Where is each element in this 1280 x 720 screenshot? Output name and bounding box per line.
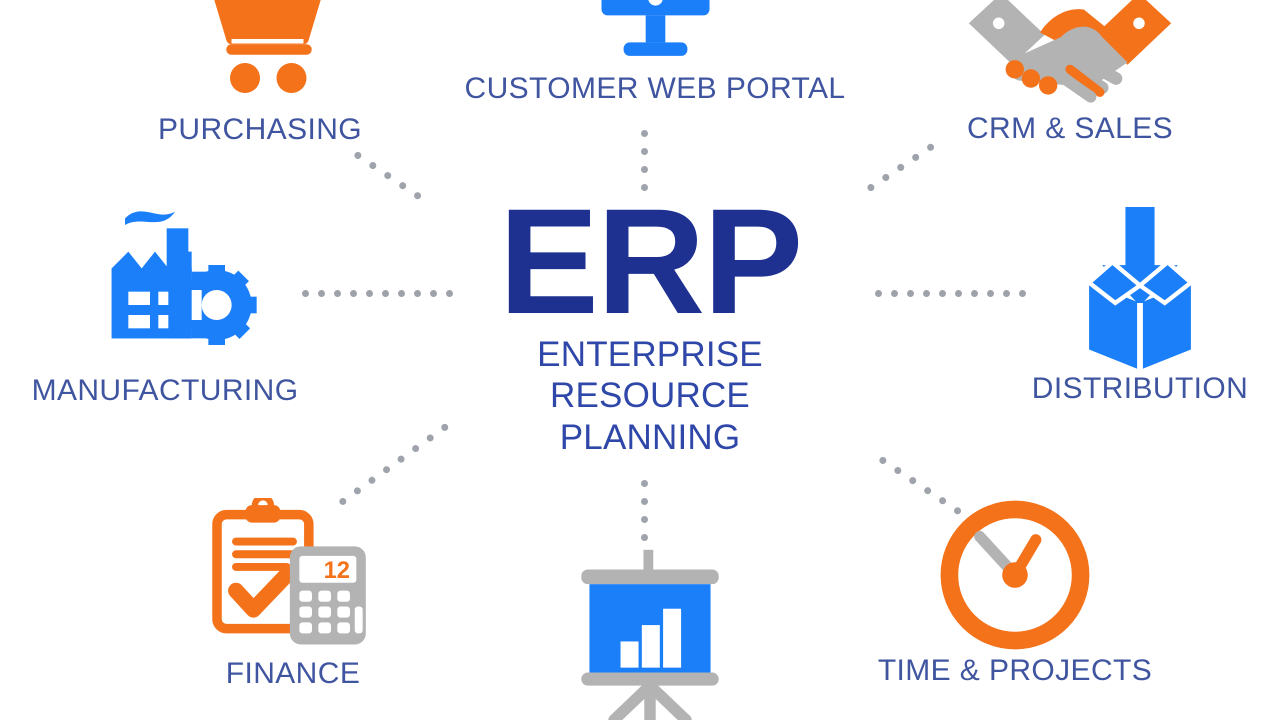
handshake-icon — [955, 0, 1185, 113]
connector-dot — [891, 290, 898, 297]
connector-dot — [907, 475, 918, 486]
connector-dot — [398, 290, 405, 297]
connector-dot — [367, 475, 377, 486]
connector-dot — [350, 290, 357, 297]
connector-dot — [955, 290, 962, 297]
connector-dot — [367, 160, 378, 171]
shopping-cart-icon — [185, 0, 335, 114]
connector-dot — [971, 290, 978, 297]
connector-to-crm-sales — [866, 142, 936, 193]
module-reporting[interactable] — [520, 540, 780, 720]
connector-dot — [641, 498, 648, 505]
erp-subtitle-line-1: ENTERPRISE RESOURCE — [537, 335, 763, 416]
connector-dot — [430, 290, 437, 297]
connector-dot — [939, 290, 946, 297]
connector-to-purchasing — [353, 150, 423, 201]
connector-dot — [1019, 290, 1026, 297]
connector-dot — [396, 454, 406, 465]
connector-to-reporting — [641, 480, 648, 541]
connector-dot — [366, 290, 373, 297]
connector-dot — [895, 162, 906, 173]
connector-dot — [412, 190, 423, 201]
connector-dot — [923, 290, 930, 297]
connector-dot — [353, 150, 363, 161]
connector-dot — [641, 516, 648, 523]
erp-subtitle-line-2: PLANNING — [559, 417, 741, 457]
module-label-manufacturing: MANUFACTURING — [31, 374, 299, 407]
connector-dot — [334, 290, 341, 297]
connector-dot — [425, 433, 436, 443]
module-label-crm-sales: CRM & SALES — [966, 112, 1174, 145]
page-title: ERP — [498, 177, 803, 345]
module-customer-web-portal[interactable]: CUSTOMER WEB PORTAL — [430, 0, 880, 105]
connector-dot — [910, 152, 921, 163]
connector-dot — [987, 290, 994, 297]
erp-subtitle: ENTERPRISE RESOURCE PLANNING — [440, 334, 860, 458]
module-finance[interactable]: 12 FINANCE — [168, 498, 418, 690]
module-manufacturing[interactable]: MANUFACTURING — [0, 195, 330, 407]
module-distribution[interactable]: DISTRIBUTION — [1000, 198, 1280, 405]
connector-dot — [446, 290, 453, 297]
module-purchasing[interactable]: PURCHASING — [115, 0, 405, 146]
svg-text:12: 12 — [324, 557, 350, 584]
connector-dot — [641, 148, 648, 155]
module-label-purchasing: PURCHASING — [157, 113, 363, 146]
connector-dot — [382, 290, 389, 297]
module-time-projects[interactable]: TIME & PROJECTS — [855, 495, 1175, 687]
connector-dot — [1003, 290, 1010, 297]
connector-dot — [414, 290, 421, 297]
connector-dot — [878, 455, 888, 466]
connector-dot — [641, 130, 648, 137]
connector-dot — [382, 170, 393, 181]
connector-dot — [352, 485, 363, 496]
desktop-monitor-icon — [588, 0, 723, 73]
connector-dot — [907, 290, 914, 297]
connector-dot — [397, 180, 408, 191]
connector-to-finance — [337, 422, 450, 507]
connector-dot — [892, 465, 903, 476]
connector-dot — [880, 172, 891, 183]
clipboard-calculator-icon: 12 — [198, 498, 388, 658]
connector-dot — [410, 443, 421, 454]
module-label-customer-web-portal: CUSTOMER WEB PORTAL — [464, 72, 846, 105]
connector-dot — [381, 464, 392, 475]
connector-dot — [641, 534, 648, 541]
module-label-finance: FINANCE — [225, 657, 361, 690]
connector-to-manufacturing — [302, 290, 453, 297]
connector-to-distribution — [875, 290, 1026, 297]
presentation-chart-icon — [550, 540, 750, 720]
connector-to-customer-web-portal — [641, 130, 648, 191]
connector-dot — [641, 184, 648, 191]
connector-dot — [866, 182, 876, 193]
module-crm-sales[interactable]: CRM & SALES — [905, 0, 1235, 145]
connector-dot — [318, 290, 325, 297]
open-box-arrow-icon — [1060, 198, 1220, 373]
module-label-distribution: DISTRIBUTION — [1031, 372, 1249, 405]
connector-dot — [641, 480, 648, 487]
clock-icon — [935, 495, 1095, 655]
erp-center-hub: ERP ENTERPRISE RESOURCE PLANNING — [440, 177, 860, 458]
connector-dot — [641, 166, 648, 173]
connector-dot — [875, 290, 882, 297]
connector-dot — [302, 290, 309, 297]
factory-gear-icon — [65, 195, 265, 375]
module-label-time-projects: TIME & PROJECTS — [877, 654, 1153, 687]
